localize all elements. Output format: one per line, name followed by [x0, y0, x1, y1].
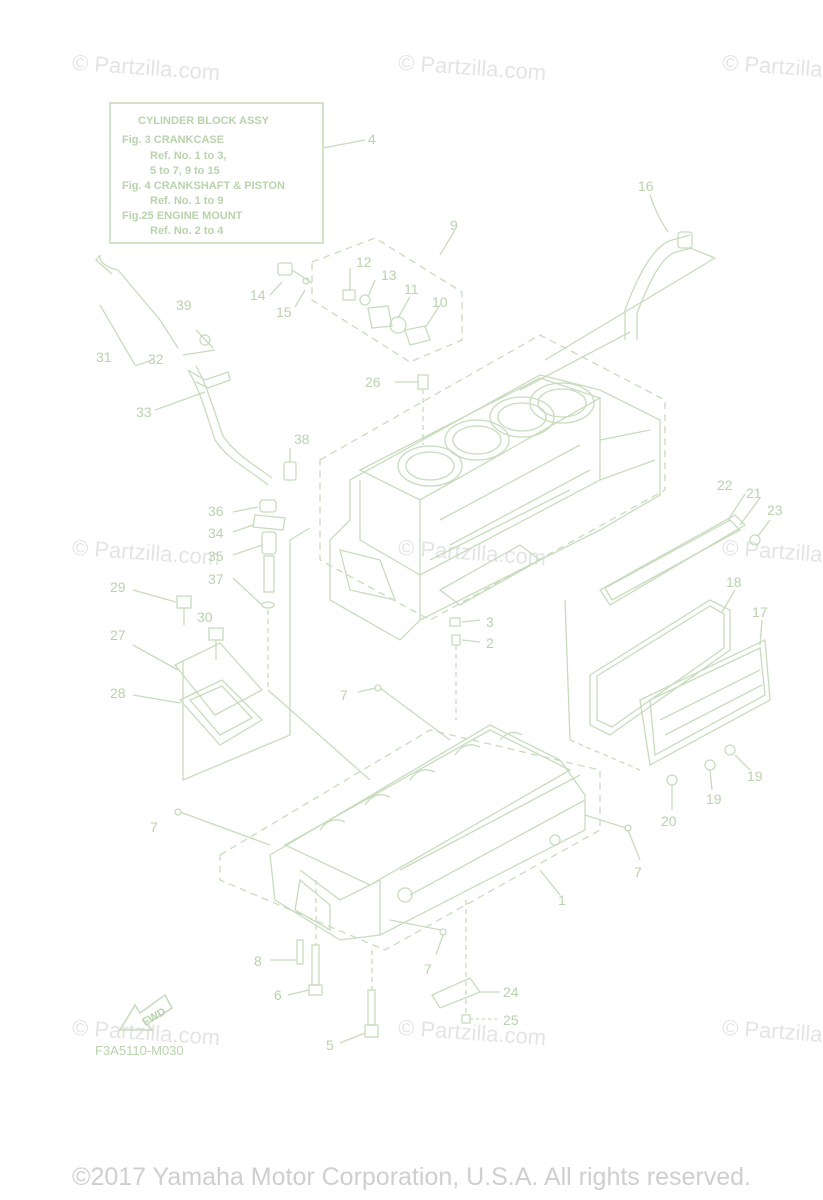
callout-28: 28 — [110, 685, 126, 701]
cover-17 — [639, 639, 771, 767]
info-box — [109, 102, 324, 244]
callout-35: 35 — [208, 548, 224, 564]
callout-32: 32 — [148, 351, 164, 367]
info-box-line: Fig. 3 CRANKCASE — [122, 134, 224, 146]
hose-16 — [624, 234, 691, 340]
callout-30: 30 — [197, 609, 213, 625]
callout-15: 15 — [276, 304, 292, 320]
info-box-line: Ref. No. 2 to 4 — [150, 225, 224, 237]
callout-1: 1 — [558, 892, 566, 908]
info-box-line: Ref. No. 1 to 3, — [150, 150, 226, 162]
callout-10: 10 — [432, 294, 448, 310]
callout-36: 36 — [208, 503, 224, 519]
callout-39: 39 — [176, 297, 192, 313]
callout-34: 34 — [208, 525, 224, 541]
dipstick-guide — [187, 369, 269, 486]
callout-16: 16 — [638, 178, 654, 194]
callout-11: 11 — [404, 281, 419, 297]
callout-25: 25 — [503, 1012, 519, 1028]
callouts: 1 2 3 4 5 6 7 7 7 7 8 9 10 11 12 13 14 1… — [96, 131, 783, 1053]
dipstick — [99, 254, 179, 349]
callout-13: 13 — [381, 267, 397, 283]
fwd-arrow — [118, 993, 174, 1031]
info-box-line: Fig. 4 CRANKSHAFT & PISTON — [122, 180, 285, 192]
info-box-line: 5 to 7, 9 to 15 — [150, 165, 220, 177]
callout-6: 6 — [274, 987, 282, 1003]
gasket-28 — [178, 679, 264, 746]
crankcase — [269, 724, 586, 941]
plate-27 — [173, 642, 264, 716]
callout-17: 17 — [752, 604, 768, 620]
callout-14: 14 — [250, 287, 266, 303]
callout-20: 20 — [661, 813, 677, 829]
callout-27: 27 — [110, 627, 126, 643]
callout-8: 8 — [254, 953, 262, 969]
callout-26: 26 — [365, 374, 381, 390]
callout-5: 5 — [326, 1037, 334, 1053]
callout-24: 24 — [503, 984, 519, 1000]
callout-38: 38 — [294, 431, 310, 447]
info-box-title: CYLINDER BLOCK ASSY — [138, 115, 270, 127]
figure-code: F3A5110-M030 — [95, 1043, 184, 1058]
callout-7a: 7 — [340, 687, 348, 703]
copyright-footer: ©2017 Yamaha Motor Corporation, U.S.A. A… — [72, 1163, 751, 1191]
callout-18: 18 — [726, 574, 742, 590]
callout-7d: 7 — [424, 961, 432, 977]
callout-7c: 7 — [634, 864, 642, 880]
callout-19b: 19 — [706, 791, 722, 807]
plate-24 — [431, 977, 482, 1009]
callout-2: 2 — [486, 635, 494, 651]
cover-22 — [599, 514, 747, 606]
callout-33: 33 — [136, 404, 152, 420]
callout-23: 23 — [767, 502, 783, 518]
callout-7b: 7 — [150, 819, 158, 835]
callout-22: 22 — [717, 477, 733, 493]
info-box-line: Fig.25 ENGINE MOUNT — [122, 210, 243, 222]
callout-12: 12 — [356, 254, 372, 270]
callout-19a: 19 — [747, 768, 763, 784]
gasket-18 — [589, 599, 731, 736]
cylinder-block — [329, 374, 661, 641]
callout-29: 29 — [110, 579, 126, 595]
callout-3: 3 — [486, 614, 494, 630]
callout-37: 37 — [208, 571, 224, 587]
assembly-outlines — [219, 237, 666, 951]
callout-4: 4 — [368, 131, 376, 147]
info-box-line: Ref. No. 1 to 9 — [150, 195, 223, 207]
callout-31: 31 — [96, 349, 112, 365]
callout-9: 9 — [450, 217, 458, 233]
callout-21: 21 — [746, 485, 762, 501]
